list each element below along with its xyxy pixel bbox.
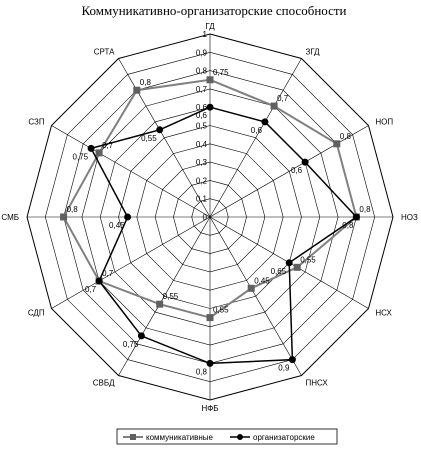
series-0-point-9: [60, 213, 68, 221]
series-0-point-2: [333, 140, 341, 148]
legend-label-2: организаторские: [253, 433, 315, 442]
legend: коммуникативные организаторские: [116, 428, 338, 445]
axis-spoke-5: [209, 216, 302, 376]
axis-label-3: НОЗ: [401, 213, 418, 222]
tick-label-3: 0,3: [196, 158, 208, 167]
tick-label-2: 0,2: [196, 176, 208, 185]
series-0-label-0: 0,75: [213, 68, 229, 77]
series-0-point-0: [206, 76, 214, 84]
axis-label-4: НСХ: [375, 309, 392, 318]
series-1-point-4: [285, 259, 293, 267]
series-1-point-6: [206, 359, 214, 367]
series-line-1: [89, 106, 358, 365]
series-0-label-9: 0,8: [67, 205, 79, 214]
tick-label-10: 1: [203, 30, 208, 39]
axis-spoke-7: [118, 216, 211, 376]
axis-label-7: СВБД: [93, 378, 115, 387]
series-1-label-1: 0,6: [251, 126, 263, 135]
axis-label-11: СРТА: [94, 48, 115, 57]
series-1-point-11: [156, 126, 164, 134]
series-0-point-6: [206, 314, 214, 322]
axis-spoke-10: [51, 125, 211, 218]
legend-label-1: коммуникативные: [146, 433, 214, 442]
series-0-point-7: [156, 300, 164, 308]
series-1-label-10: 0,75: [73, 152, 89, 161]
series-0-point-1: [270, 102, 278, 110]
series-1-label-8: 0,7: [85, 285, 97, 294]
series-0-label-11: 0,8: [140, 78, 152, 87]
tick-label-9: 0,9: [196, 48, 208, 57]
tick-label-6: 0,6: [196, 103, 208, 112]
series-1-point-8: [95, 277, 103, 285]
series-0-label-1: 0,7: [277, 94, 289, 103]
series-0-label-5: 0,45: [254, 276, 270, 285]
series-1-label-9: 0,45: [109, 221, 125, 230]
series-1-point-7: [137, 332, 145, 340]
series-1-label-4: 0,65: [271, 267, 287, 276]
axis-spoke-11: [118, 58, 211, 218]
series-0-label-4: 0,55: [300, 255, 316, 264]
series-1-point-1: [261, 118, 269, 126]
series-0-label-10: 0,7: [102, 141, 114, 150]
series-1-point-9: [124, 213, 132, 221]
axis-label-6: НФБ: [201, 404, 218, 413]
axis-label-5: ПНСХ: [306, 378, 329, 387]
legend-swatch-marker-1: [130, 434, 136, 440]
series-0-label-8: 0,7: [102, 269, 114, 278]
series-layer: [60, 76, 360, 367]
tick-label-8: 0,8: [196, 67, 208, 76]
axis-label-0: ГД: [205, 22, 215, 31]
series-1-point-3: [352, 213, 360, 221]
series-0-label-3: 0,8: [359, 205, 371, 214]
axis-label-9: СМБ: [1, 213, 19, 222]
series-0-point-11: [133, 86, 141, 94]
series-0-label-7: 0,55: [163, 292, 179, 301]
series-1-point-5: [288, 356, 296, 364]
series-0-point-4: [293, 263, 301, 271]
series-1-label-0: 0,6: [196, 111, 208, 120]
tick-label-0: 0: [203, 213, 208, 222]
series-1-label-3: 0,8: [342, 221, 354, 230]
series-0-label-6: 0,55: [213, 306, 229, 315]
tick-label-1: 0,1: [196, 195, 208, 204]
series-0-point-10: [95, 149, 103, 157]
series-1-point-10: [87, 144, 95, 152]
axis-spoke-1: [209, 58, 302, 218]
tick-label-4: 0,4: [196, 140, 208, 149]
series-0-label-2: 0,8: [340, 132, 352, 141]
chart-title: Коммуникативно-организаторские способнос…: [81, 3, 346, 18]
legend-frame: [116, 428, 338, 445]
axis-label-1: ЗГД: [306, 48, 321, 57]
series-1-point-0: [206, 103, 214, 111]
series-1-label-2: 0,6: [291, 166, 303, 175]
axis-spoke-8: [51, 216, 211, 309]
radar-grid: [26, 33, 394, 401]
series-1-label-7: 0,75: [123, 340, 139, 349]
series-1-label-5: 0,9: [278, 364, 290, 373]
axis-label-8: СДП: [28, 309, 45, 318]
series-1-label-6: 0,8: [196, 367, 208, 376]
labels-layer: 0 0,1 0,2 0,3 0,4 0,5 0,6 0,7 0,8 0,9 1ГД ЗГД НОП НОЗ…: [1, 22, 418, 413]
tick-label-5: 0,5: [196, 122, 208, 131]
axis-label-10: СЗП: [28, 118, 45, 127]
series-1-point-2: [301, 158, 309, 166]
axis-label-2: НОП: [375, 118, 393, 127]
legend-swatch-marker-2: [237, 434, 243, 440]
tick-label-7: 0,7: [196, 85, 208, 94]
series-0-point-5: [247, 284, 255, 292]
series-1-label-11: 0,55: [141, 134, 157, 143]
axis-spoke-2: [209, 125, 369, 218]
